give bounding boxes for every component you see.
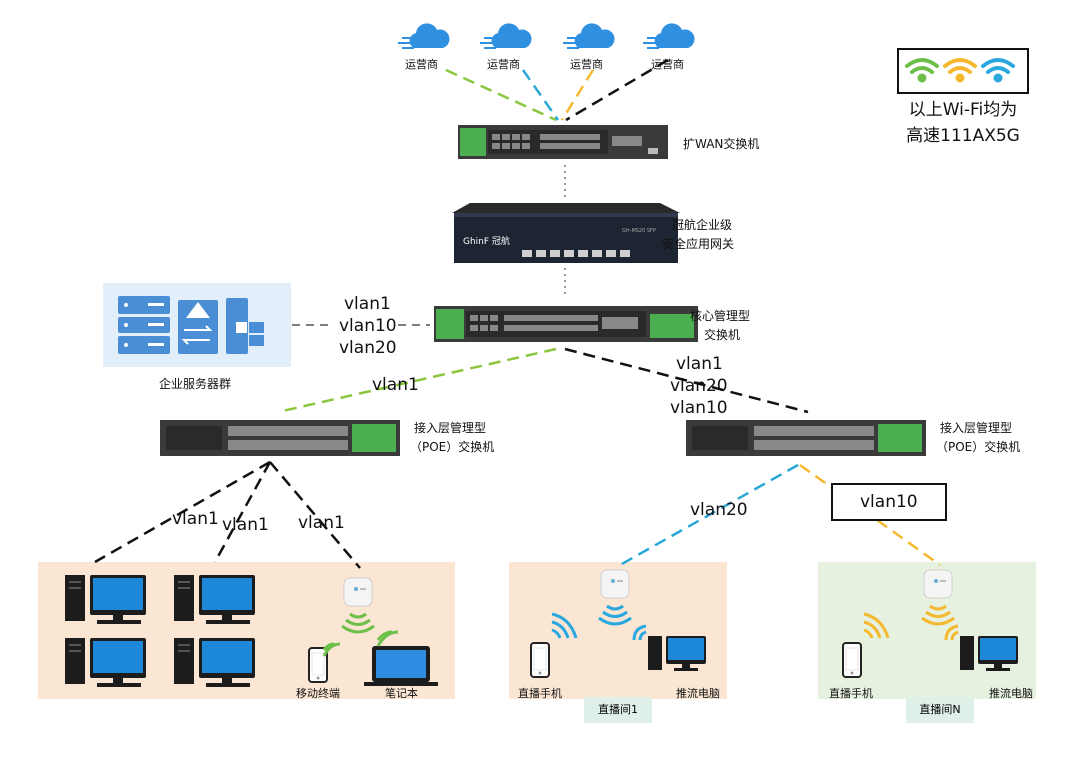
laptop-label: 笔记本: [385, 687, 418, 700]
vlan-label: vlan10: [339, 316, 397, 336]
laptop-icon: [364, 646, 438, 686]
core-switch-label: 核心管理型: [690, 309, 751, 323]
wifi-green-icon: [905, 58, 939, 83]
vlan-label: vlan1: [222, 515, 269, 535]
wireless-ap-icon: [600, 569, 630, 599]
wifi-signal-icon: [598, 604, 632, 626]
wan-switch-icon: [458, 125, 668, 159]
wifi-blue-icon: [981, 58, 1015, 83]
wifi-signal-icon: [551, 612, 578, 639]
core-switch-icon: [434, 306, 698, 342]
isp-cloud-icon: [642, 22, 696, 49]
vlan-label: vlan1: [298, 513, 345, 533]
left-branch-links: [94, 460, 361, 569]
vlan-label: vlan1: [372, 375, 419, 395]
wan-switch-label: 扩WAN交换机: [683, 137, 760, 151]
isp-cloud-icon: [397, 22, 451, 49]
gateway-logo: GhinF 冠航: [463, 235, 510, 247]
core-to-left-link: [277, 347, 557, 414]
room1-phone-label: 直播手机: [518, 687, 562, 700]
isp-label: 运营商: [405, 58, 438, 71]
wifi-signal-icon: [944, 624, 959, 641]
access-switch-left-label: 接入层管理型: [414, 421, 487, 435]
wifi-signal-icon: [376, 630, 399, 647]
server-group-label: 企业服务器群: [159, 377, 232, 391]
room1-pc-label: 推流电脑: [676, 687, 720, 700]
isp-label: 运营商: [570, 58, 603, 71]
wifi-signal-icon: [921, 604, 955, 626]
live-phone-icon: [530, 642, 550, 678]
windows-server-icon: [226, 298, 264, 354]
room1-tag: 直播间1: [584, 697, 652, 723]
isp-cloud-icon: [479, 22, 533, 49]
access-switch-left-label: （POE）交换机: [410, 440, 495, 454]
vlan-label: vlan1: [344, 294, 391, 314]
security-gateway-icon: GhinF 冠航 GH-MS20 SFP: [452, 203, 680, 263]
access-switch-right-label: （POE）交换机: [936, 440, 1021, 454]
access-switch-right-label: 接入层管理型: [940, 421, 1013, 435]
access-switch-right-icon: [686, 420, 926, 456]
wifi-signal-icon: [632, 624, 647, 641]
vlan-label: vlan20: [670, 376, 728, 396]
legend-line2: 高速111AX5G: [906, 126, 1020, 146]
vlan-label: vlan1: [172, 509, 219, 529]
gateway-model: GH-MS20 SFP: [622, 228, 656, 234]
server-rack-icon: [118, 296, 170, 354]
roomN-pc-label: 推流电脑: [989, 687, 1033, 700]
wireless-ap-icon: [343, 577, 373, 607]
vlan-label: vlan20: [690, 500, 748, 520]
vlan-label: vlan1: [676, 354, 723, 374]
gateway-label: 冠航企业级: [672, 218, 733, 232]
roomN-tag: 直播间N: [906, 697, 974, 723]
wifi-signal-icon: [863, 612, 890, 639]
isp-label: 运营商: [651, 58, 684, 71]
core-to-right-link: [564, 347, 809, 414]
vlan10-box: [831, 483, 947, 521]
wifi-signal-icon: [322, 642, 341, 657]
isp-links: [445, 58, 669, 122]
isp-cloud-icon: [562, 22, 616, 49]
vlan-label: vlan10: [670, 398, 728, 418]
server-share-icon: [178, 300, 218, 354]
gateway-label: 安全应用网关: [662, 237, 735, 251]
wifi-signal-icon: [341, 612, 375, 634]
roomN-phone-label: 直播手机: [829, 687, 873, 700]
vlan-label: vlan20: [339, 338, 397, 358]
mobile-label: 移动终端: [296, 687, 340, 700]
wifi-yellow-icon: [943, 58, 977, 83]
access-switch-left-icon: [160, 420, 400, 456]
legend-line1: 以上Wi-Fi均为: [908, 100, 1018, 120]
core-switch-label: 交换机: [704, 328, 741, 342]
wireless-ap-icon: [923, 569, 953, 599]
vlan-label: vlan10: [860, 492, 918, 512]
isp-label: 运营商: [487, 58, 520, 71]
right-to-ap1-link: [619, 463, 799, 567]
live-phone-icon: [842, 642, 862, 678]
